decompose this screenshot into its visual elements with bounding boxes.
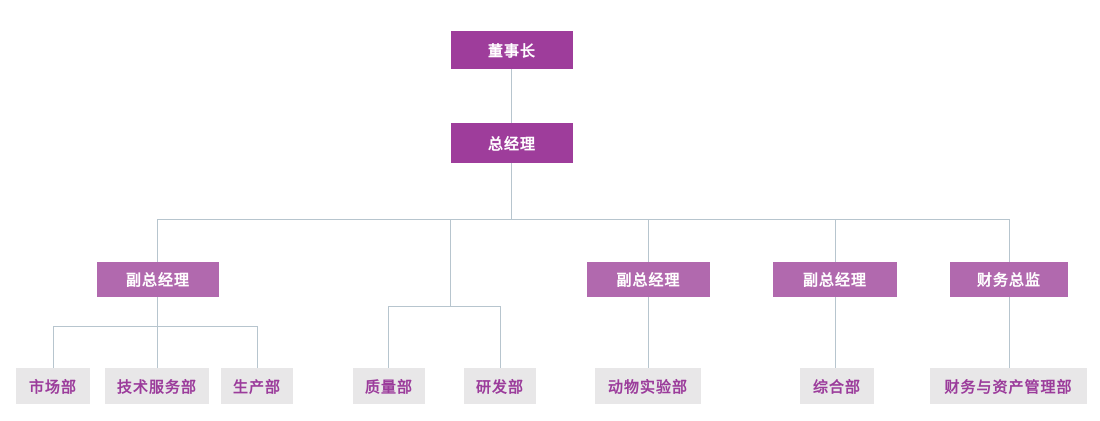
node-deputy-gm-2: 副总经理 bbox=[587, 262, 710, 297]
node-chairman: 董事长 bbox=[451, 31, 573, 69]
node-rnd-dept: 研发部 bbox=[464, 368, 536, 404]
connector-chairman-gm bbox=[511, 69, 512, 123]
connector-drop-production bbox=[257, 326, 258, 368]
connector-branch-middle bbox=[450, 219, 451, 306]
node-finance-asset-dept: 财务与资产管理部 bbox=[930, 368, 1087, 404]
connector-drop-marketing bbox=[53, 326, 54, 368]
connector-main-horizontal bbox=[157, 219, 1009, 220]
node-general-affairs-dept: 综合部 bbox=[800, 368, 874, 404]
node-quality-dept: 质量部 bbox=[353, 368, 425, 404]
connector-gm-mainline bbox=[511, 163, 512, 219]
node-deputy-gm-3: 副总经理 bbox=[773, 262, 897, 297]
connector-sub-horizontal-left bbox=[53, 326, 257, 327]
connector-sub-horizontal-middle bbox=[388, 306, 500, 307]
node-production-dept: 生产部 bbox=[221, 368, 293, 404]
node-finance-director: 财务总监 bbox=[950, 262, 1068, 297]
node-tech-service-dept: 技术服务部 bbox=[105, 368, 209, 404]
node-animal-lab-dept: 动物实验部 bbox=[595, 368, 701, 404]
node-marketing-dept: 市场部 bbox=[16, 368, 90, 404]
connector-drop-quality bbox=[388, 306, 389, 368]
node-deputy-gm-1: 副总经理 bbox=[97, 262, 219, 297]
node-general-manager: 总经理 bbox=[451, 123, 573, 163]
connector-drop-rnd bbox=[500, 306, 501, 368]
